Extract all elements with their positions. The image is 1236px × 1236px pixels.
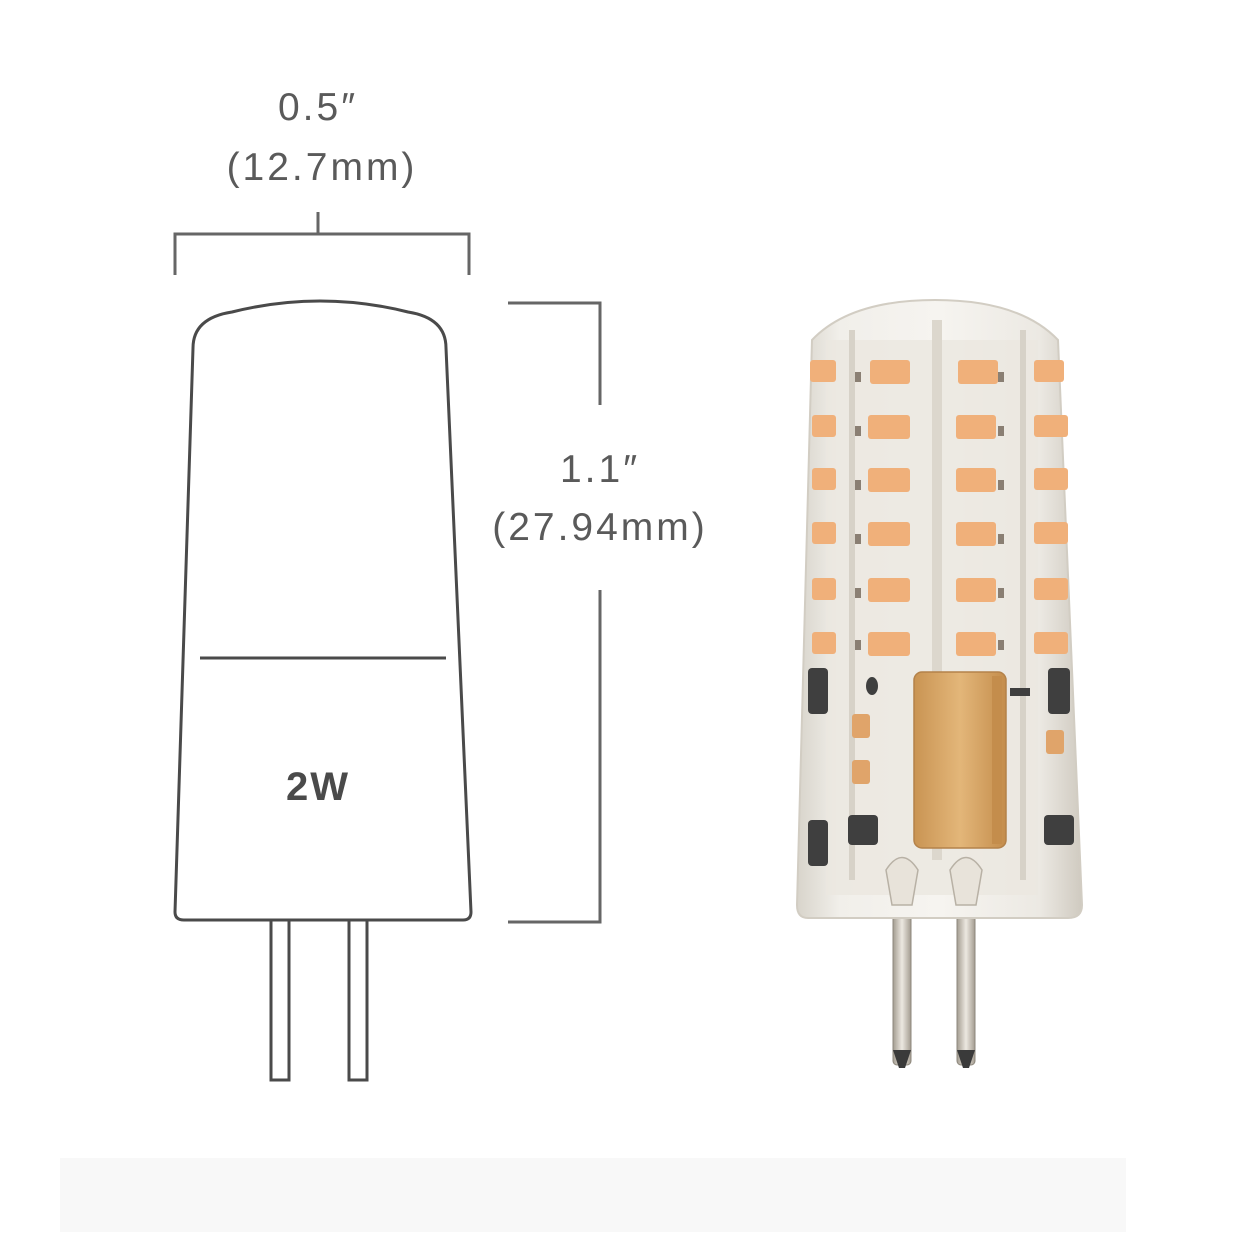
wattage-label: 2W xyxy=(286,765,350,809)
led-chip xyxy=(868,522,910,546)
led-resistor-marks xyxy=(855,372,1004,650)
resistor-mark xyxy=(855,372,861,382)
led-chip xyxy=(1034,578,1068,600)
led-chip xyxy=(1034,415,1068,437)
bulb-outline-pin-left xyxy=(269,918,291,1082)
led-pin-right-tip xyxy=(957,1050,975,1068)
led-chip xyxy=(812,578,836,600)
resistor-mark xyxy=(855,640,861,650)
resistor-mark xyxy=(855,480,861,490)
width-bracket xyxy=(173,212,471,275)
led-chip xyxy=(958,360,998,384)
resistor-mark xyxy=(855,534,861,544)
led-ic-components xyxy=(808,668,1074,866)
smd-part xyxy=(1046,730,1064,754)
ic-component xyxy=(808,820,828,866)
led-chip xyxy=(1034,632,1068,654)
bulb-outline-body xyxy=(173,299,473,922)
width-dimension: 0.5″ (12.7mm) xyxy=(173,86,471,275)
resistor-mark xyxy=(998,372,1004,382)
led-chip xyxy=(812,522,836,544)
led-chip xyxy=(1034,522,1068,544)
led-chip xyxy=(868,632,910,656)
resistor-mark xyxy=(855,588,861,598)
height-bracket-bottom xyxy=(508,590,602,924)
ic-component xyxy=(848,815,878,845)
height-bracket-top xyxy=(508,301,602,405)
ic-component xyxy=(1048,668,1070,714)
led-capacitor xyxy=(913,671,1007,849)
led-chip xyxy=(812,415,836,437)
led-pin-left-tip xyxy=(893,1050,911,1068)
led-chip-grid xyxy=(810,360,1068,656)
resistor-mark xyxy=(998,426,1004,436)
height-imperial-label: 1.1″ xyxy=(560,448,640,491)
led-capacitor-stripe xyxy=(992,676,1002,844)
led-chip xyxy=(1034,360,1064,382)
ic-component xyxy=(866,677,878,695)
ic-component xyxy=(1044,815,1074,845)
led-chip xyxy=(956,415,996,439)
led-chip xyxy=(956,578,996,602)
led-bulb-photo xyxy=(795,298,1084,1068)
led-pin-root-left xyxy=(885,856,919,906)
smd-part xyxy=(852,714,870,738)
led-chip xyxy=(810,360,836,382)
led-pin-root-right xyxy=(949,856,983,906)
height-dimension: 1.1″ (27.94mm) xyxy=(492,301,708,924)
led-chip xyxy=(868,578,910,602)
led-pin-left xyxy=(892,899,912,1066)
resistor-mark xyxy=(855,426,861,436)
led-chip xyxy=(956,522,996,546)
footer-band xyxy=(60,1158,1126,1232)
led-chip xyxy=(812,468,836,490)
led-chip xyxy=(1034,468,1068,490)
resistor-mark xyxy=(998,480,1004,490)
led-chip xyxy=(812,632,836,654)
led-smd-parts xyxy=(852,714,1064,784)
led-chip xyxy=(868,468,910,492)
width-imperial-label: 0.5″ xyxy=(278,86,358,129)
ic-component xyxy=(808,668,828,714)
led-pin-right xyxy=(956,899,976,1066)
resistor-mark xyxy=(998,640,1004,650)
smd-part xyxy=(852,760,870,784)
width-metric-label: (12.7mm) xyxy=(227,146,418,189)
led-chip xyxy=(868,415,910,439)
ic-component xyxy=(1010,688,1030,696)
resistor-mark xyxy=(998,534,1004,544)
height-metric-label: (27.94mm) xyxy=(492,506,708,549)
led-chip xyxy=(956,468,996,492)
led-chip xyxy=(870,360,910,384)
bulb-outline-pin-right xyxy=(347,918,369,1082)
resistor-mark xyxy=(998,588,1004,598)
bulb-outline-drawing: 2W xyxy=(173,299,473,1082)
led-chip xyxy=(956,632,996,656)
